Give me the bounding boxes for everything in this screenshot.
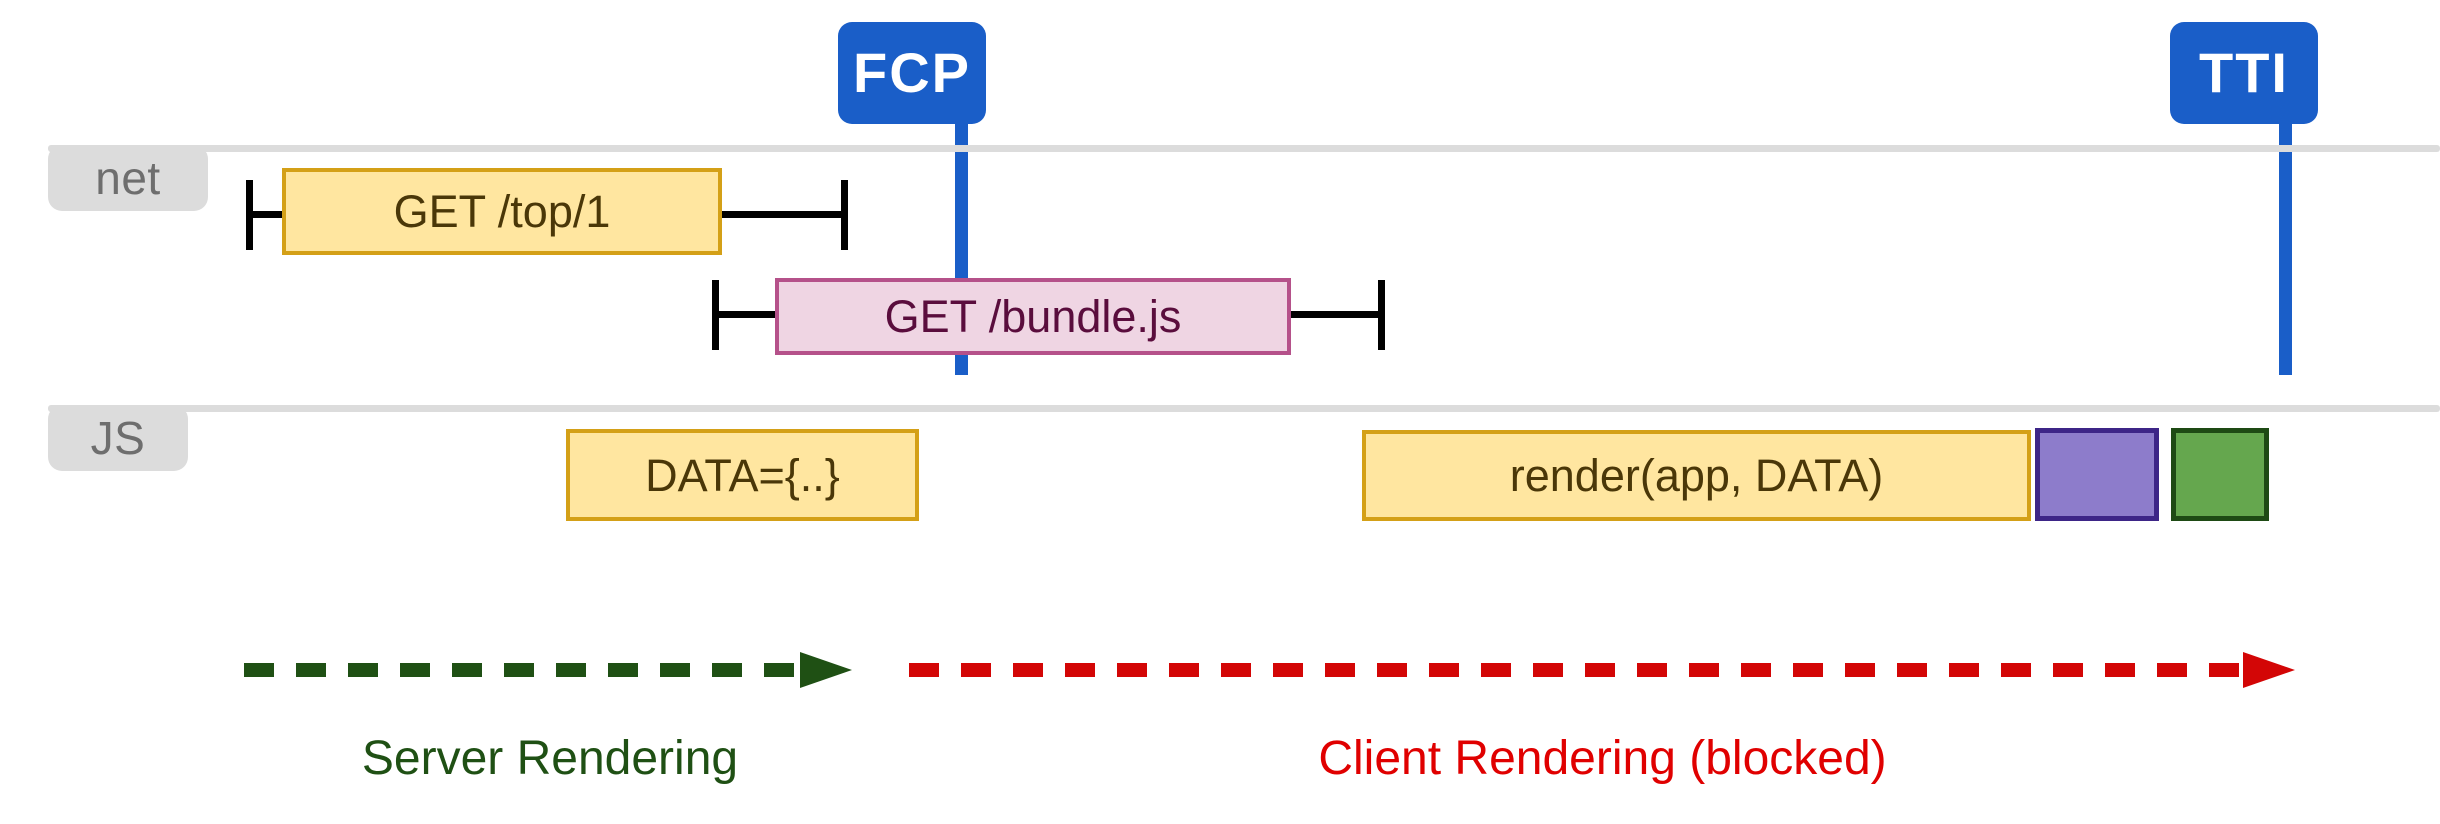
tti-marker-line xyxy=(2279,110,2292,375)
task-paint-purple[interactable] xyxy=(2035,428,2159,521)
task-render-app[interactable]: render(app, DATA) xyxy=(1362,430,2031,521)
task-data-assign[interactable]: DATA={..} xyxy=(566,429,919,521)
client-rendering-label: Client Rendering (blocked) xyxy=(1318,732,1887,785)
client-rendering-arrow xyxy=(909,652,2295,688)
net-lane-rule xyxy=(48,145,2440,152)
server-rendering-arrow xyxy=(244,652,852,688)
client-arrow-head xyxy=(2243,652,2295,688)
lane-label-js: JS xyxy=(48,405,188,471)
task-get-bundle-js[interactable]: GET /bundle.js xyxy=(775,278,1291,355)
task-paint-green[interactable] xyxy=(2171,428,2269,521)
task-get-top-1[interactable]: GET /top/1 xyxy=(282,168,722,255)
lane-label-net: net xyxy=(48,145,208,211)
tti-marker-badge[interactable]: TTI xyxy=(2170,22,2318,124)
server-rendering-label: Server Rendering xyxy=(361,732,739,785)
js-lane-rule xyxy=(48,405,2440,412)
get-top-1-whisker-end-cap xyxy=(841,180,848,250)
fcp-marker-badge[interactable]: FCP xyxy=(838,22,986,124)
get-bundle-js-whisker-end-cap xyxy=(1378,280,1385,350)
server-arrow-head xyxy=(800,652,852,688)
